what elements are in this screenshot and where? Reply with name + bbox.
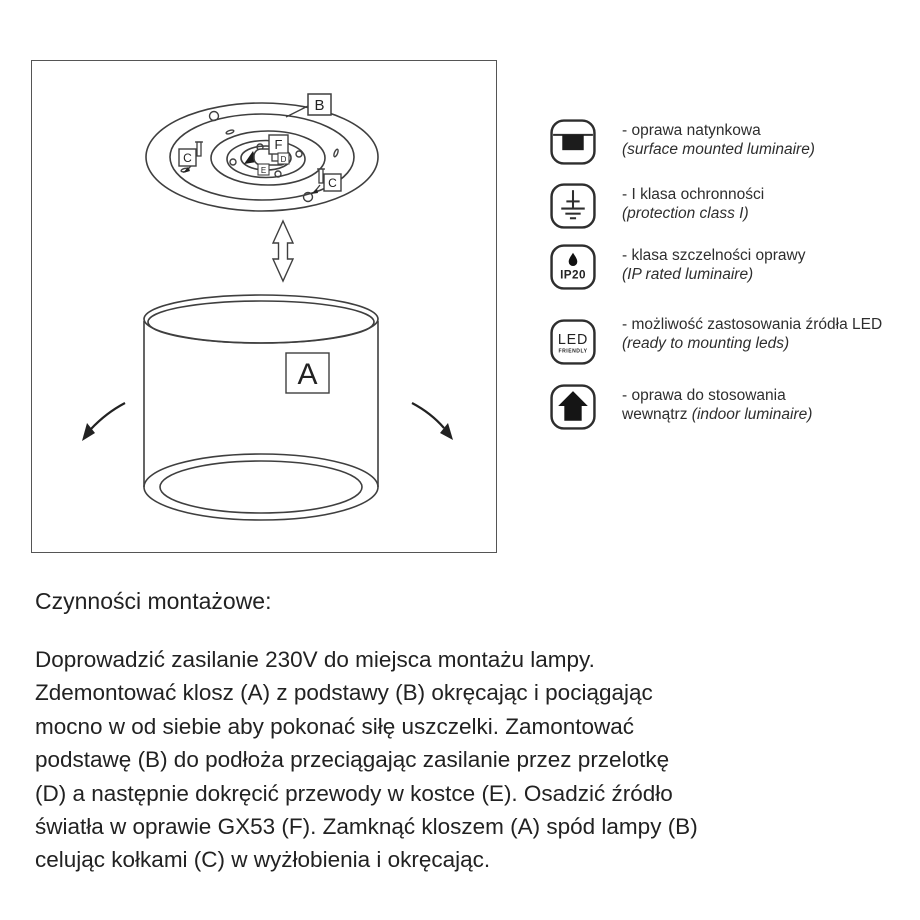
svg-text:LED: LED: [558, 332, 588, 348]
legend-title: - oprawa natynkowa: [622, 122, 761, 139]
label-c-right: C: [323, 173, 342, 192]
svg-text:A: A: [297, 358, 317, 391]
svg-text:B: B: [314, 97, 324, 114]
legend-subtitle: (IP rated luminaire): [622, 266, 754, 283]
svg-text:IP20: IP20: [560, 269, 586, 282]
surface-mounted-icon: [550, 119, 596, 165]
legend-title: - I klasa ochronności: [622, 186, 765, 203]
instructions-line: mocno w od siebie aby pokonać siłę uszcz…: [35, 713, 635, 739]
legend-text-protection-class: - I klasa ochronności (protection class …: [622, 182, 764, 223]
legend-text-indoor: - oprawa do stosowania wewnątrz (indoor …: [622, 383, 812, 424]
legend-title: - oprawa do stosowania: [622, 387, 786, 404]
led-friendly-icon: LED FRIENDLY: [550, 319, 596, 365]
twist-arrow-right-icon: [411, 402, 453, 440]
legend-row-protection-class: - I klasa ochronności (protection class …: [549, 182, 764, 230]
legend-row-led-ready: LED FRIENDLY - możliwość zastosowania źr…: [549, 312, 882, 366]
legend-text-surface-mounted: - oprawa natynkowa (surface mounted lumi…: [622, 118, 815, 159]
double-arrow-icon: [271, 219, 295, 283]
svg-text:F: F: [275, 137, 283, 152]
lamp-shade-drawing: [143, 294, 379, 521]
instructions-body: Doprowadzić zasilanie 230V do miejsca mo…: [35, 643, 698, 877]
label-d: D: [277, 152, 290, 165]
label-b: B: [285, 93, 332, 118]
legend-text-led-ready: - możliwość zastosowania źródła LED (rea…: [622, 312, 882, 353]
svg-text:C: C: [183, 151, 192, 165]
label-c-left: C: [178, 148, 197, 167]
label-f: F: [268, 134, 289, 155]
instructions-line: Doprowadzić zasilanie 230V do miejsca mo…: [35, 647, 595, 672]
instructions-line: Zdemontować klosz (A) z podstawy (B) okr…: [35, 680, 653, 706]
svg-text:C: C: [328, 176, 337, 190]
svg-text:E: E: [261, 166, 266, 175]
instructions-heading: Czynności montażowe:: [35, 588, 272, 614]
assembly-diagram: B F C C D E: [31, 60, 497, 553]
legend-row-surface-mounted: - oprawa natynkowa (surface mounted lumi…: [549, 118, 815, 166]
plate-holes: [180, 110, 339, 203]
instructions-line: (D) a następnie dokręcić przewody w kost…: [35, 780, 673, 806]
legend-text-ip-rating: - klasa szczelności oprawy (IP rated lum…: [622, 243, 805, 284]
instructions-line: światła w oprawie GX53 (F). Zamknąć klos…: [35, 814, 698, 840]
ground-icon: [550, 183, 596, 229]
legend-row-indoor: - oprawa do stosowania wewnątrz (indoor …: [549, 383, 812, 431]
instructions-line: celując kołkami (C) w wyżłobienia i okrę…: [35, 847, 491, 873]
legend-subtitle-line: wewnątrz (indoor luminaire): [622, 405, 812, 424]
legend-subtitle: (surface mounted luminaire): [622, 141, 815, 158]
twist-arrow-left-icon: [82, 402, 126, 441]
legend-subtitle: (ready to mounting leds): [622, 335, 790, 352]
legend-row-ip-rating: IP20 - klasa szczelności oprawy (IP rate…: [549, 243, 805, 291]
ip20-icon: IP20: [550, 244, 596, 290]
label-e: E: [257, 163, 270, 176]
svg-text:FRIENDLY: FRIENDLY: [558, 349, 587, 355]
pin-right: [311, 168, 325, 194]
indoor-house-icon: [550, 384, 596, 430]
legend-subtitle-plain: wewnątrz: [622, 406, 692, 423]
label-a: A: [285, 352, 330, 394]
instructions-line: podstawę (B) do podłoża przeciągając zas…: [35, 747, 670, 773]
legend-title: - klasa szczelności oprawy: [622, 247, 806, 264]
svg-text:D: D: [281, 155, 287, 164]
legend-subtitle: (protection class I): [622, 205, 749, 222]
legend-title: - możliwość zastosowania źródła LED: [622, 316, 883, 333]
legend-subtitle: (indoor luminaire): [691, 406, 813, 423]
assembly-diagram-svg: B F C C D E: [82, 93, 453, 521]
mounting-plate-drawing: [145, 102, 379, 212]
